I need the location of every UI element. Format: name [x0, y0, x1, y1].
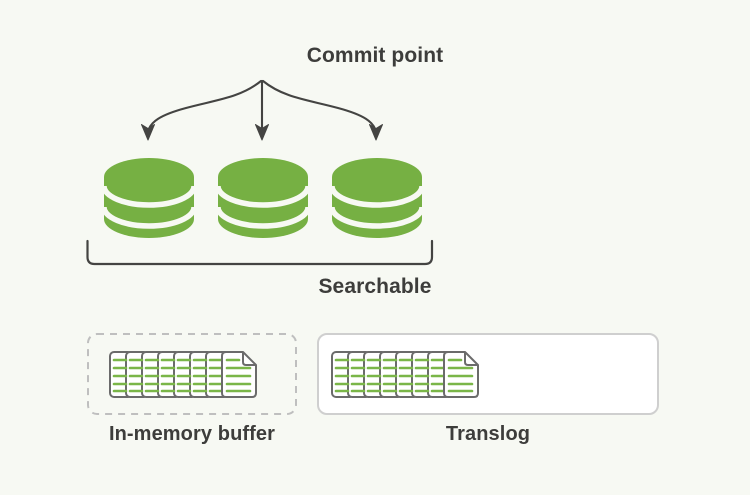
database-cylinder-icon-3[interactable]: [329, 158, 425, 238]
database-cylinder-icon-1[interactable]: [101, 158, 197, 238]
database-cylinder-icon-2[interactable]: [215, 158, 311, 238]
bottom-brace-icon: [86, 239, 434, 266]
translog-label: Translog: [445, 423, 531, 445]
document-stack-icon-translog: [331, 351, 479, 398]
commit-point-label: Commit point: [306, 44, 444, 67]
in-memory-buffer-box[interactable]: [87, 333, 297, 415]
arrow-to-shard-2-icon: [255, 79, 269, 141]
document-stack-icon-buffer: [109, 351, 257, 398]
arrow-to-shard-3-icon: [261, 79, 383, 141]
in-memory-buffer-label: In-memory buffer: [108, 423, 276, 445]
shard-cylinders: [101, 158, 425, 238]
searchable-label: Searchable: [318, 275, 432, 298]
commit-point-arrows: [141, 79, 383, 141]
arrow-to-shard-1-icon: [141, 79, 263, 141]
